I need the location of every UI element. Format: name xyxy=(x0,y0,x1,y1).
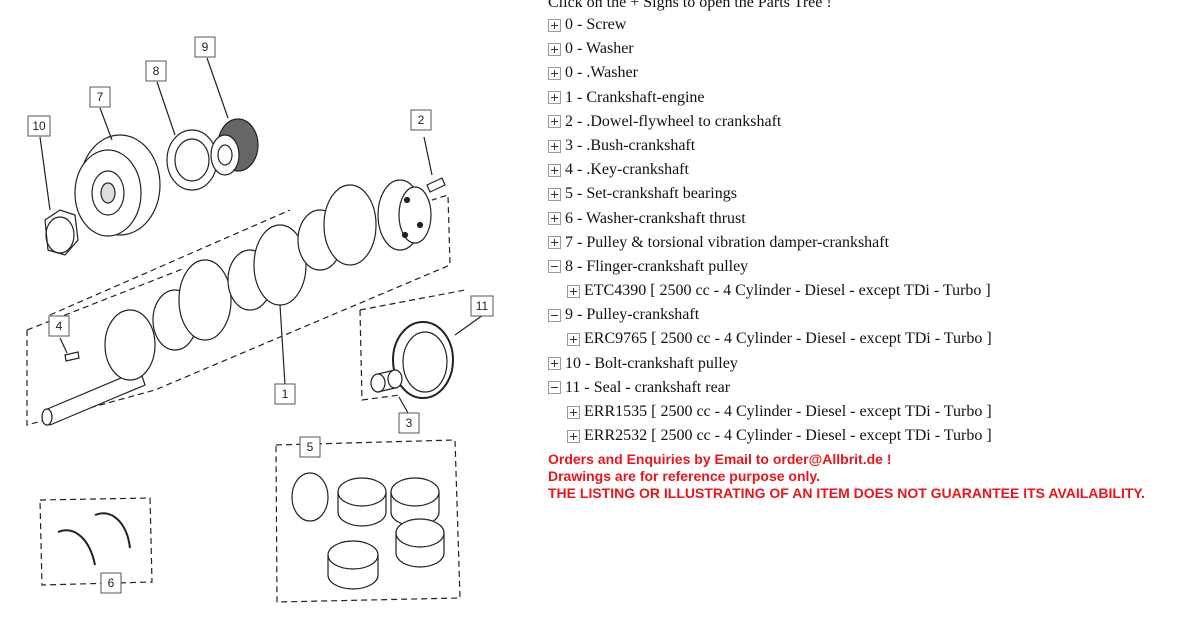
tree-node: 7 - Pulley & torsional vibration damper-… xyxy=(548,231,1188,255)
orders-notice: Orders and Enquiries by Email to order@A… xyxy=(548,451,892,467)
expand-toggle-icon[interactable] xyxy=(567,284,580,298)
expand-toggle-icon[interactable] xyxy=(548,115,561,129)
svg-text:7: 7 xyxy=(97,90,104,104)
callout-8: 8 xyxy=(145,60,167,82)
svg-text:4: 4 xyxy=(56,319,63,333)
svg-text:8: 8 xyxy=(153,64,160,78)
tree-node: 6 - Washer-crankshaft thrust xyxy=(548,207,1188,231)
tree-subnode: ERR1535 [ 2500 cc - 4 Cylinder - Diesel … xyxy=(548,400,1188,424)
gear-drawing xyxy=(210,118,259,176)
expand-toggle-icon[interactable] xyxy=(567,429,580,443)
callout-1: 1 xyxy=(274,383,296,405)
callout-2: 2 xyxy=(410,109,432,131)
callout-9: 9 xyxy=(194,36,216,58)
tree-node: 2 - .Dowel-flywheel to crankshaft xyxy=(548,110,1188,134)
parts-tree-nodes: 0 - Screw 0 - Washer 0 - .Washer 1 - Cranks… xyxy=(548,13,1188,448)
tree-subnode: ERC9765 [ 2500 cc - 4 Cylinder - Diesel … xyxy=(548,327,1188,351)
expand-toggle-icon[interactable] xyxy=(548,187,561,201)
tree-node-label[interactable]: 1 - Crankshaft-engine xyxy=(565,88,705,106)
expand-toggle-icon[interactable] xyxy=(567,405,580,419)
svg-text:10: 10 xyxy=(32,119,46,133)
availability-notice: THE LISTING OR ILLUSTRATING OF AN ITEM D… xyxy=(548,485,1146,501)
exploded-parts-diagram: 1 2 3 4 5 6 7 8 9 10 11 xyxy=(26,36,494,603)
collapse-toggle-icon[interactable] xyxy=(548,308,561,322)
tree-node-label[interactable]: 9 - Pulley-crankshaft xyxy=(565,306,700,324)
tree-node: 10 - Bolt-crankshaft pulley xyxy=(548,352,1188,376)
tree-node-label[interactable]: ERR2532 [ 2500 cc - 4 Cylinder - Diesel … xyxy=(584,427,992,445)
tree-node-label[interactable]: 3 - .Bush-crankshaft xyxy=(565,136,696,154)
tree-node-label[interactable]: 10 - Bolt-crankshaft pulley xyxy=(565,354,738,372)
expand-toggle-icon[interactable] xyxy=(548,91,561,105)
tree-node-label[interactable]: 8 - Flinger-crankshaft pulley xyxy=(565,257,749,275)
tree-node: 5 - Set-crankshaft bearings xyxy=(548,182,1188,206)
svg-text:2: 2 xyxy=(418,113,425,127)
tree-node: 3 - .Bush-crankshaft xyxy=(548,134,1188,158)
tree-node-label[interactable]: 4 - .Key-crankshaft xyxy=(565,161,689,179)
svg-text:6: 6 xyxy=(108,576,115,590)
expand-toggle-icon[interactable] xyxy=(548,66,561,80)
flinger-drawing xyxy=(166,129,218,191)
bearing-shells-drawing xyxy=(291,472,445,590)
callout-6: 6 xyxy=(100,572,122,594)
expand-toggle-icon[interactable] xyxy=(548,42,561,56)
callout-3: 3 xyxy=(398,412,420,434)
collapse-toggle-icon[interactable] xyxy=(548,381,561,395)
expand-toggle-icon[interactable] xyxy=(548,357,561,371)
pulley-drawing xyxy=(74,134,161,237)
tree-node: 0 - .Washer xyxy=(548,61,1188,85)
tree-subnode: ERR2532 [ 2500 cc - 4 Cylinder - Diesel … xyxy=(548,424,1188,448)
tree-node-label[interactable]: 6 - Washer-crankshaft thrust xyxy=(565,209,746,227)
expand-toggle-icon[interactable] xyxy=(548,212,561,226)
expand-toggle-icon[interactable] xyxy=(567,333,580,347)
callout-11: 11 xyxy=(470,295,494,317)
callout-7: 7 xyxy=(89,86,111,108)
callout-5: 5 xyxy=(299,436,321,458)
bolt-drawing xyxy=(44,209,79,256)
expand-toggle-icon[interactable] xyxy=(548,236,561,250)
tree-node: 8 - Flinger-crankshaft pulley xyxy=(548,255,1188,279)
tree-node-label[interactable]: 5 - Set-crankshaft bearings xyxy=(565,185,737,203)
collapse-toggle-icon[interactable] xyxy=(548,260,561,274)
callout-4: 4 xyxy=(48,315,70,337)
tree-node: 9 - Pulley-crankshaft xyxy=(548,303,1188,327)
tree-node-label[interactable]: ERC9765 [ 2500 cc - 4 Cylinder - Diesel … xyxy=(584,330,992,348)
tree-node-label[interactable]: 11 - Seal - crankshaft rear xyxy=(565,378,731,396)
svg-text:5: 5 xyxy=(307,440,314,454)
drawings-notice: Drawings are for reference purpose only. xyxy=(548,468,821,484)
svg-text:9: 9 xyxy=(202,40,209,54)
svg-text:1: 1 xyxy=(282,387,289,401)
tree-node: 1 - Crankshaft-engine xyxy=(548,86,1188,110)
tree-node-label[interactable]: 0 - Washer xyxy=(565,40,634,58)
expand-toggle-icon[interactable] xyxy=(548,163,561,177)
tree-node-label[interactable]: ETC4390 [ 2500 cc - 4 Cylinder - Diesel … xyxy=(584,282,991,300)
tree-node-label[interactable]: 0 - .Washer xyxy=(565,64,638,82)
tree-node-label[interactable]: 0 - Screw xyxy=(565,16,627,33)
tree-node: 0 - Screw xyxy=(548,13,1188,37)
tree-node-label[interactable]: ERR1535 [ 2500 cc - 4 Cylinder - Diesel … xyxy=(584,403,992,420)
notices: Orders and Enquiries by Email to order@A… xyxy=(548,451,1193,502)
tree-node: 0 - Washer xyxy=(548,37,1188,61)
expand-toggle-icon[interactable] xyxy=(548,139,561,153)
svg-text:11: 11 xyxy=(476,299,489,313)
parts-tree-header: Click on the + Signs to open the Parts T… xyxy=(548,0,832,11)
tree-node-label[interactable]: 7 - Pulley & torsional vibration damper-… xyxy=(565,233,890,251)
svg-text:3: 3 xyxy=(406,416,413,430)
parts-tree: Click on the + Signs to open the Parts T… xyxy=(548,0,1188,448)
tree-node: 4 - .Key-crankshaft xyxy=(548,158,1188,182)
expand-toggle-icon[interactable] xyxy=(548,18,561,32)
tree-node-label[interactable]: 2 - .Dowel-flywheel to crankshaft xyxy=(565,112,782,130)
tree-subnode: ETC4390 [ 2500 cc - 4 Cylinder - Diesel … xyxy=(548,279,1188,303)
callout-10: 10 xyxy=(27,115,51,137)
tree-node: 11 - Seal - crankshaft rear xyxy=(548,376,1188,400)
crankshaft-drawing xyxy=(41,179,432,426)
